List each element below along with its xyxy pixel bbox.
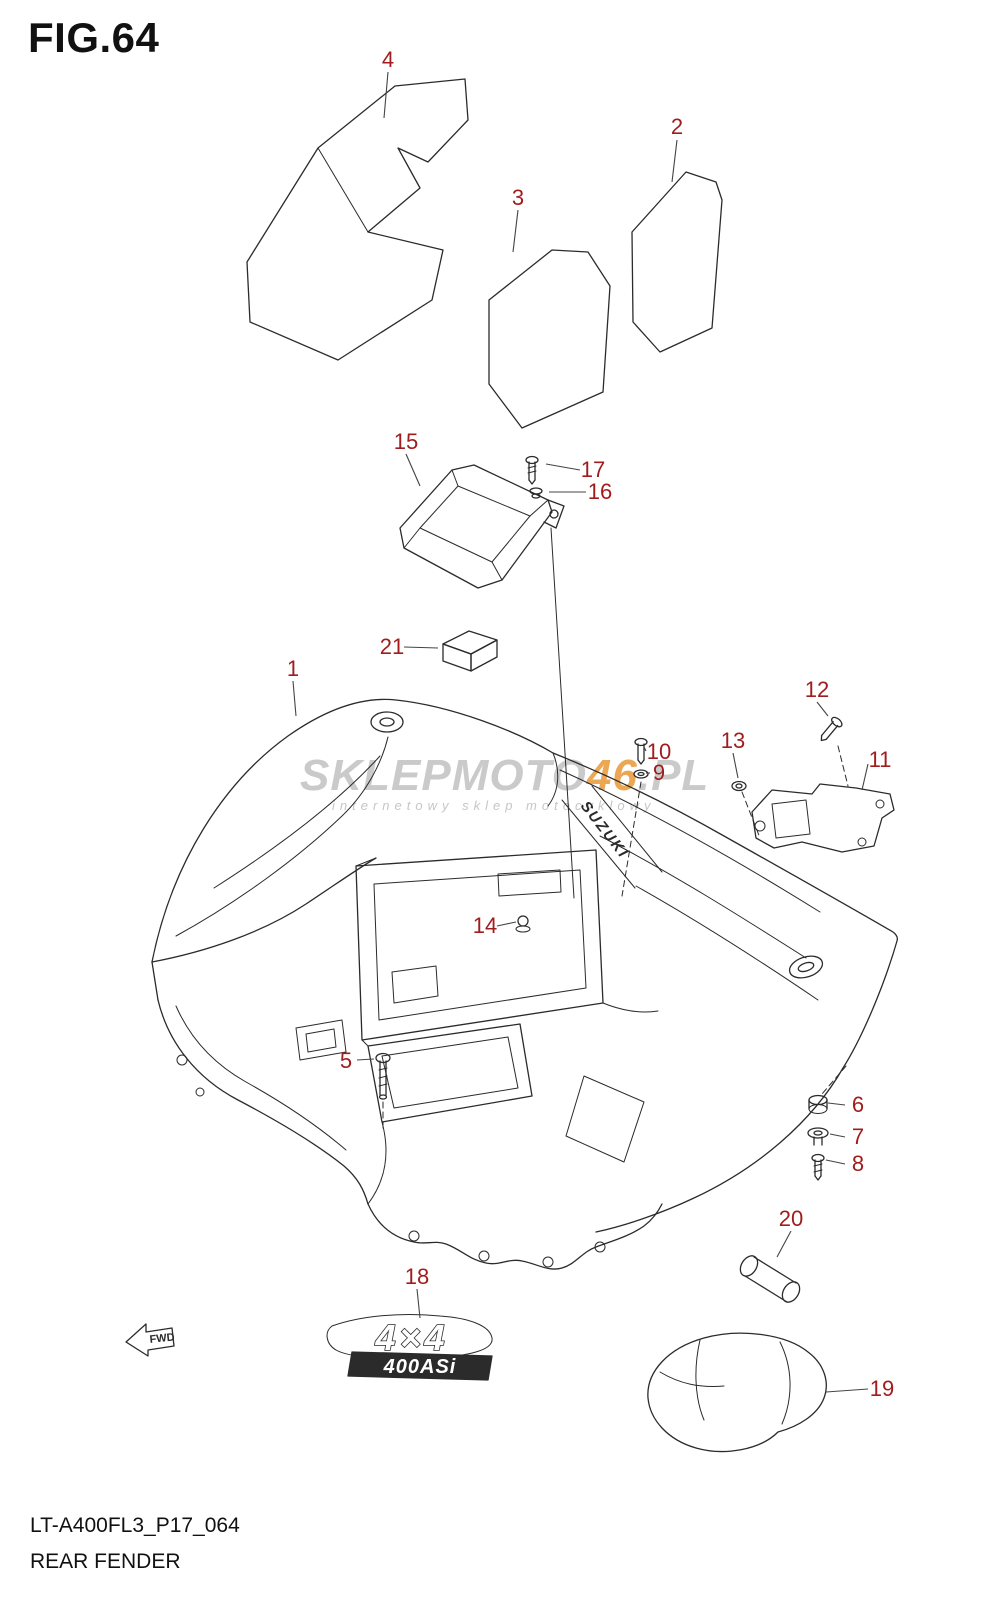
callout-label-8: 8 — [851, 1151, 865, 1176]
part-20-cushion-roller — [739, 1255, 801, 1303]
callout-label-16: 16 — [587, 479, 613, 504]
part-4-decal — [246, 78, 469, 361]
fwd-label: FWD — [149, 1331, 175, 1346]
callout-label-1: 1 — [286, 656, 300, 681]
part-17-screw — [525, 455, 539, 485]
part-8-screw — [811, 1153, 825, 1181]
callout-label-11: 11 — [868, 747, 892, 772]
part-3-decal — [488, 249, 611, 429]
svg-text:internetowy sklep motocyklowy: internetowy sklep motocyklowy — [332, 798, 655, 813]
callout-label-3: 3 — [511, 185, 525, 210]
callout-label-18: 18 — [404, 1264, 430, 1289]
callout-label-14: 14 — [472, 913, 498, 938]
part-9-washer — [621, 769, 649, 897]
part-2-decal — [631, 171, 723, 353]
emblem-400asi-text: 400ASi — [383, 1356, 457, 1378]
part-1-rear-fender — [151, 698, 899, 1270]
callout-label-2: 2 — [670, 114, 684, 139]
callout-label-9: 9 — [652, 760, 666, 785]
callout-label-17: 17 — [580, 457, 606, 482]
callout-label-12: 12 — [804, 677, 830, 702]
part-16-nut — [529, 487, 543, 499]
callout-label-6: 6 — [851, 1092, 865, 1117]
part-14-bolt — [515, 915, 531, 933]
part-10-screw — [634, 737, 648, 765]
figure-title: FIG.64 — [28, 14, 160, 61]
callout-label-13: 13 — [720, 728, 746, 753]
callout-label-4: 4 — [381, 47, 395, 72]
callout-label-15: 15 — [393, 429, 419, 454]
callout-label-19: 19 — [869, 1376, 895, 1401]
figure-code: LT-A400FL3_P17_064 — [30, 1514, 240, 1537]
part-15-cover — [399, 464, 575, 899]
callout-label-20: 20 — [778, 1206, 804, 1231]
part-12-screw — [820, 716, 843, 742]
part-18-emblem — [326, 1313, 493, 1381]
callout-label-7: 7 — [851, 1124, 865, 1149]
part-7-cushion — [807, 1127, 829, 1146]
svg-text:SKLEPMOTO46.PL: SKLEPMOTO46.PL — [300, 751, 709, 800]
part-11-bracket — [751, 783, 895, 853]
emblem-4x4-text: 4×4 — [374, 1317, 448, 1358]
fwd-arrow-icon — [125, 1323, 175, 1357]
part-5-bolt — [375, 1052, 391, 1131]
callout-label-21: 21 — [379, 634, 405, 659]
figure-name: REAR FENDER — [30, 1550, 181, 1573]
part-21-cushion — [442, 630, 498, 672]
leader-lines — [292, 71, 869, 1393]
callout-label-5: 5 — [339, 1048, 353, 1073]
callout-label-10: 10 — [646, 739, 672, 764]
part-19-mud-flap — [647, 1332, 827, 1453]
part-6-spacer — [808, 1094, 828, 1114]
watermark: SKLEPMOTO46.PL internetowy sklep motocyk… — [300, 751, 709, 813]
